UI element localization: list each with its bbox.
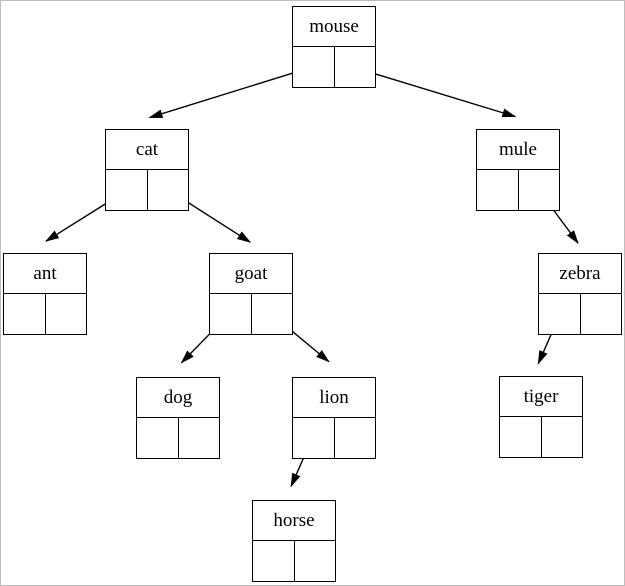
- right-pointer-cell: [542, 417, 583, 457]
- left-pointer-cell: [253, 541, 295, 581]
- right-pointer-cell: [148, 170, 189, 210]
- tree-node-mule: mule: [476, 129, 560, 211]
- tree-node-lion: lion: [292, 377, 376, 459]
- right-pointer-cell: [581, 294, 622, 334]
- pointer-cells-zebra: [539, 294, 621, 334]
- pointer-cells-ant: [4, 294, 86, 334]
- tree-node-horse: horse: [252, 500, 336, 582]
- node-label-tiger: tiger: [500, 377, 582, 417]
- tree-edge-mouse-right-to-mule: [351, 66, 517, 118]
- left-pointer-cell: [293, 418, 335, 458]
- tree-node-tiger: tiger: [499, 376, 583, 458]
- node-label-dog: dog: [137, 378, 219, 418]
- node-label-zebra: zebra: [539, 254, 621, 294]
- node-label-cat: cat: [106, 130, 188, 170]
- right-pointer-cell: [335, 418, 376, 458]
- pointer-cells-lion: [293, 418, 375, 458]
- pointer-cells-mule: [477, 170, 559, 210]
- right-pointer-cell: [179, 418, 220, 458]
- tree-node-mouse: mouse: [292, 6, 376, 88]
- pointer-cells-goat: [210, 294, 292, 334]
- left-pointer-cell: [106, 170, 148, 210]
- left-pointer-cell: [293, 47, 335, 87]
- pointer-cells-mouse: [293, 47, 375, 87]
- right-pointer-cell: [46, 294, 87, 334]
- tree-node-ant: ant: [3, 253, 87, 335]
- tree-node-cat: cat: [105, 129, 189, 211]
- right-pointer-cell: [335, 47, 376, 87]
- pointer-cells-horse: [253, 541, 335, 581]
- pointer-cells-cat: [106, 170, 188, 210]
- right-pointer-cell: [252, 294, 293, 334]
- tree-node-goat: goat: [209, 253, 293, 335]
- tree-node-dog: dog: [136, 377, 220, 459]
- node-label-mule: mule: [477, 130, 559, 170]
- node-label-lion: lion: [293, 378, 375, 418]
- left-pointer-cell: [477, 170, 519, 210]
- tree-node-zebra: zebra: [538, 253, 622, 335]
- left-pointer-cell: [539, 294, 581, 334]
- right-pointer-cell: [519, 170, 560, 210]
- pointer-cells-dog: [137, 418, 219, 458]
- pointer-cells-tiger: [500, 417, 582, 457]
- left-pointer-cell: [137, 418, 179, 458]
- node-label-ant: ant: [4, 254, 86, 294]
- left-pointer-cell: [4, 294, 46, 334]
- node-label-goat: goat: [210, 254, 292, 294]
- right-pointer-cell: [295, 541, 336, 581]
- node-label-mouse: mouse: [293, 7, 375, 47]
- left-pointer-cell: [500, 417, 542, 457]
- tree-edge-mouse-left-to-cat: [148, 66, 314, 119]
- left-pointer-cell: [210, 294, 252, 334]
- node-label-horse: horse: [253, 501, 335, 541]
